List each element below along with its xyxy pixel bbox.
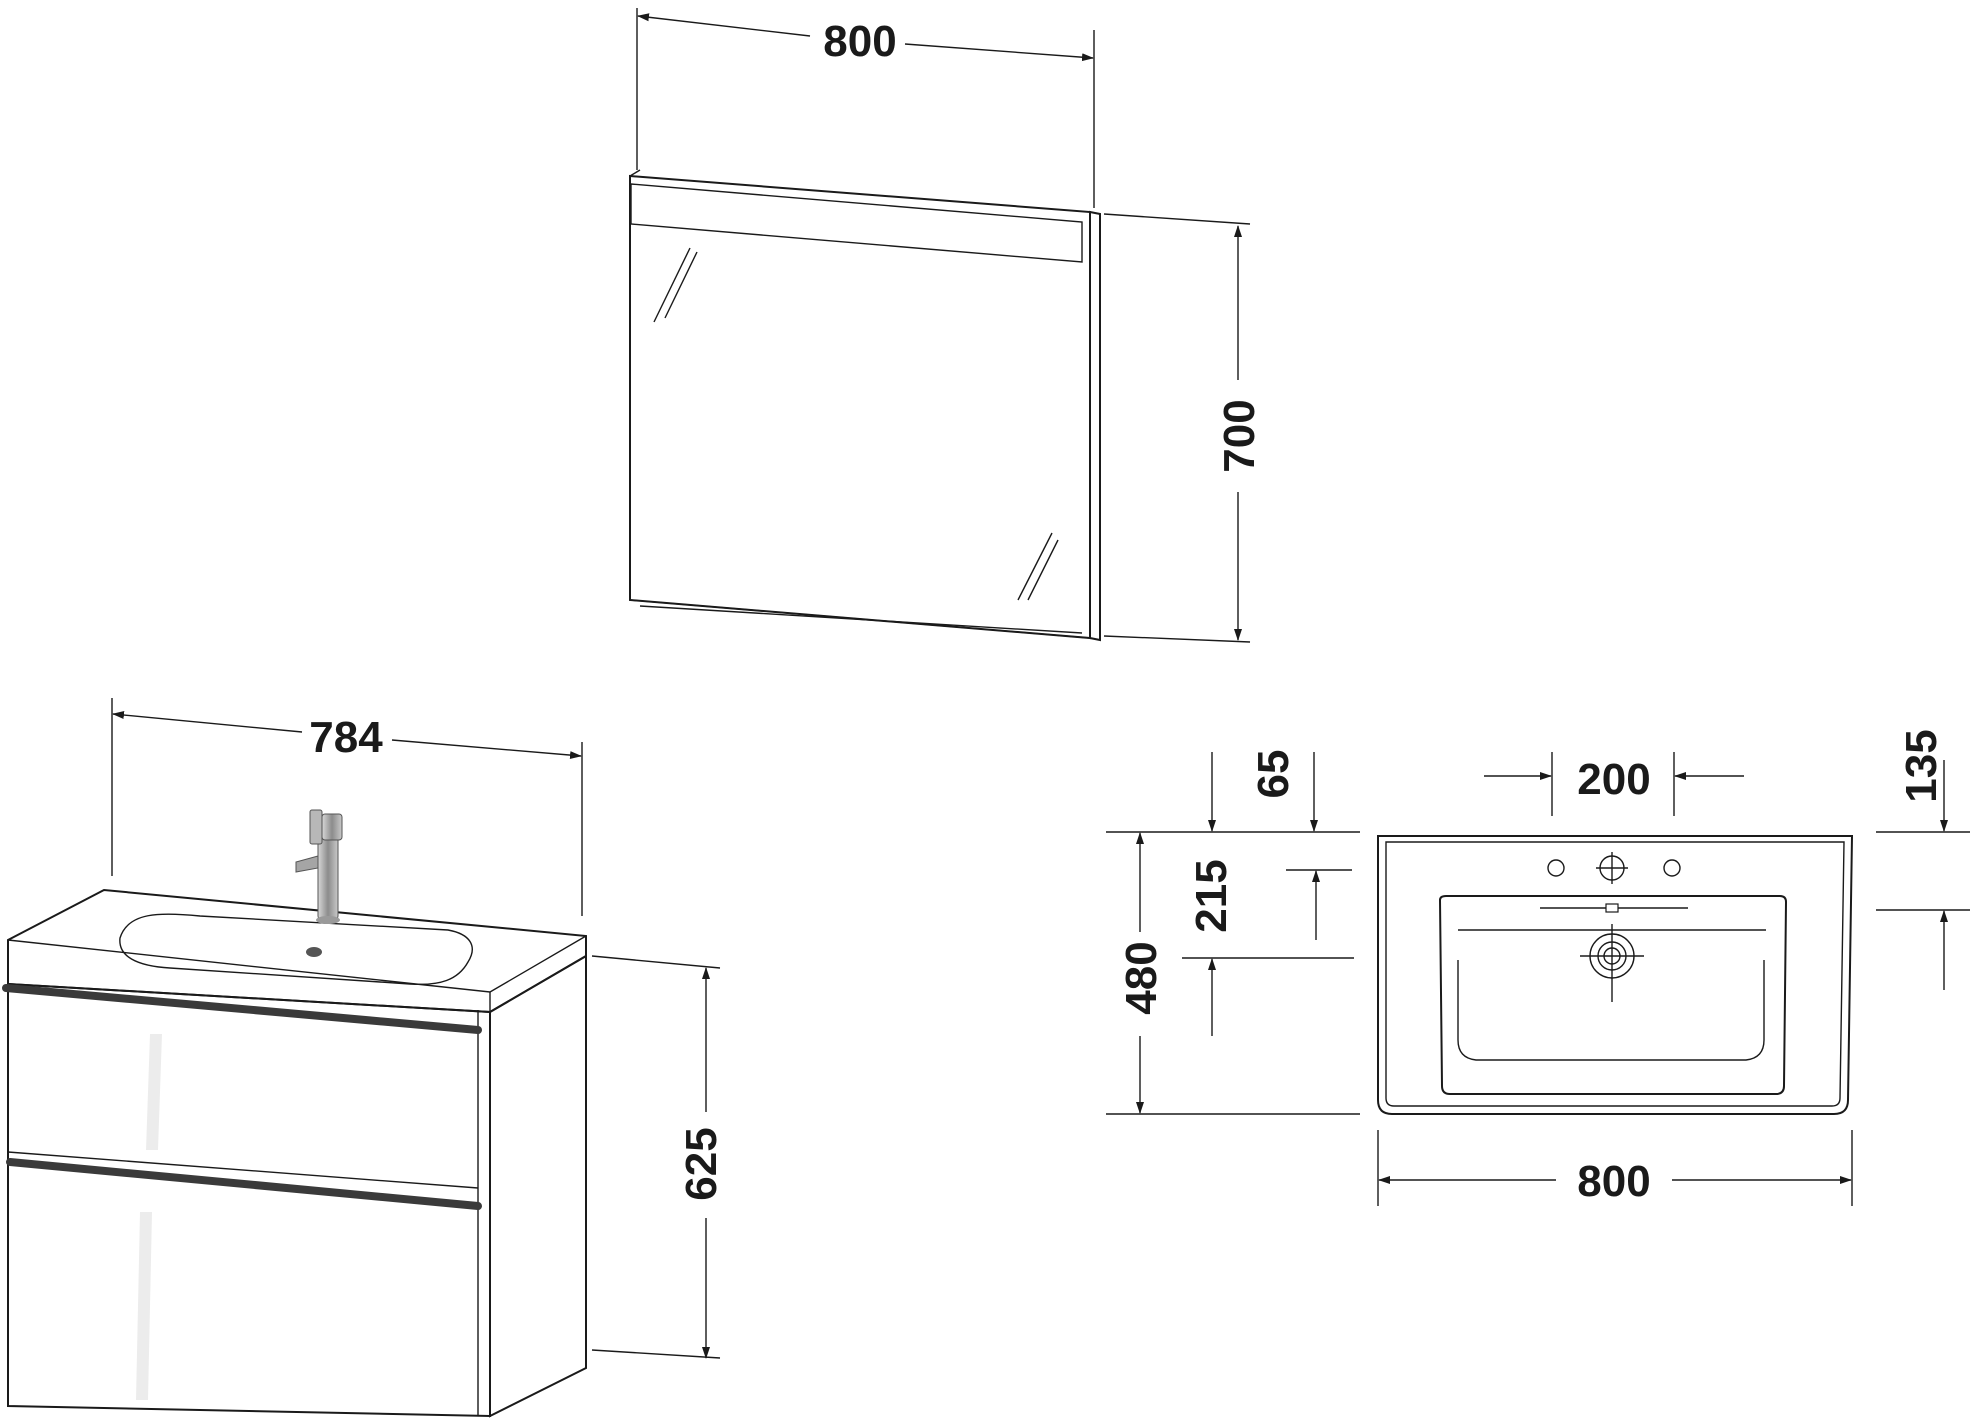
basin-width-dimension: 800 [1377, 1130, 1853, 1206]
vanity-height-label: 625 [677, 1127, 726, 1200]
mirror-height-dimension: 700 [1103, 213, 1264, 643]
mirror-panel [629, 169, 1101, 642]
basin-width-label: 800 [1577, 1157, 1650, 1206]
vanity-cabinet [2, 954, 587, 1418]
vanity-height-dimension: 625 [591, 955, 726, 1359]
mirror-view: 800 700 [629, 8, 1264, 643]
offset-65-label: 65 [1249, 750, 1298, 799]
tap-to-bowl-dimension: 215 [1182, 859, 1354, 1036]
top-drawer-handle [2, 984, 482, 1034]
tap-to-bowl-label: 215 [1187, 859, 1236, 932]
rim-offset-135-dimension: 135 [1876, 729, 1970, 990]
vanity-view: 784 [2, 698, 726, 1418]
basin-plan-view: 200 800 480 65 [1106, 729, 1970, 1206]
tap-hole-right [1663, 859, 1681, 877]
bottom-drawer-handle [6, 1158, 482, 1210]
offset-65-dimension: 65 [1208, 750, 1318, 832]
drain [1580, 924, 1644, 1002]
basin-depth-dimension: 480 [1106, 831, 1360, 1115]
mirror-width-dimension: 800 [636, 8, 1095, 208]
mirror-height-label: 700 [1215, 399, 1264, 472]
vanity-width-dimension: 784 [111, 698, 583, 916]
mirror-width-label: 800 [823, 17, 896, 66]
tap-hole-left [1547, 859, 1565, 877]
rim-offset-135-label: 135 [1897, 729, 1946, 802]
vanity-width-label: 784 [309, 713, 383, 762]
tap-spacing-dimension: 200 [1484, 752, 1744, 816]
vanity-faucet [295, 809, 343, 924]
basin-outline [1377, 835, 1854, 1115]
basin-depth-label: 480 [1117, 941, 1166, 1014]
tap-spacing-label: 200 [1577, 755, 1650, 804]
